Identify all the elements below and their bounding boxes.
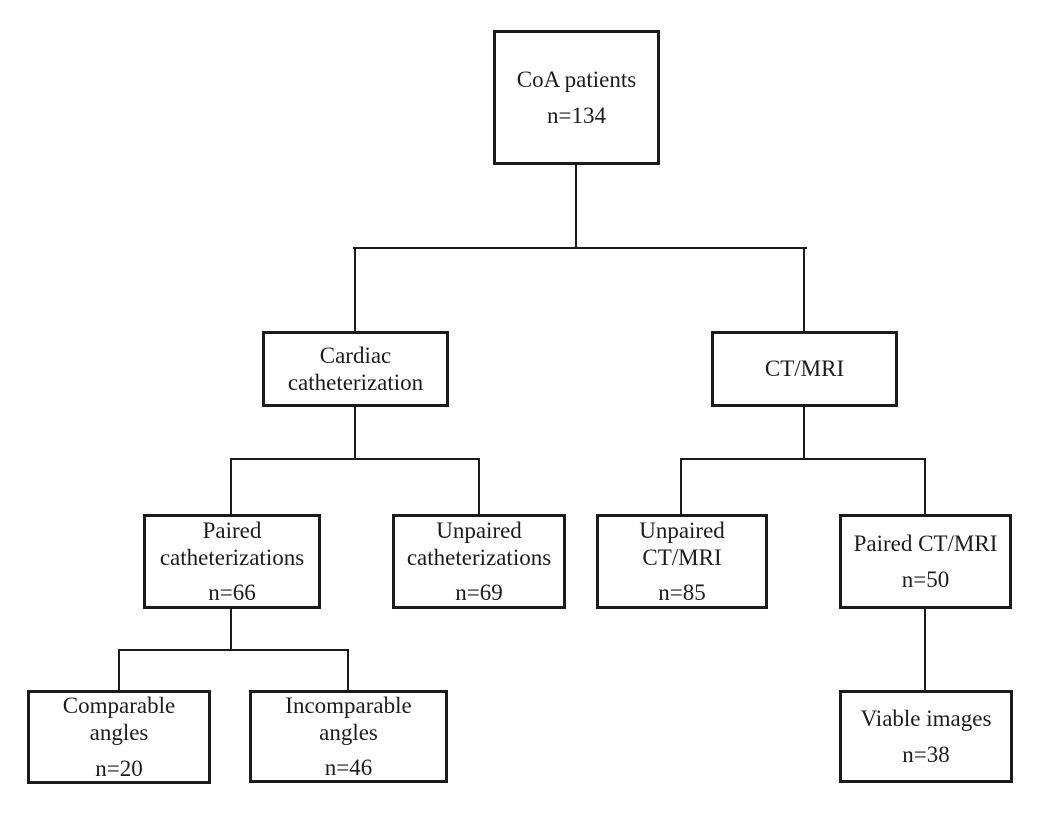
node-paired-ct-mri: Paired CT/MRI n=50 [839,514,1012,609]
node-coa-patients-label: CoA patients [516,67,637,93]
node-comparable-angles: Comparable angles n=20 [27,690,211,784]
connector-cardiac-cath-up [354,248,356,332]
node-unpaired-catheterizations: Unpaired catheterizations n=69 [392,514,566,609]
node-ct-mri-label: CT/MRI [764,356,845,382]
node-unpaired-ct-mri-count: n=85 [658,580,706,606]
node-paired-catheterizations-count: n=66 [208,580,256,606]
node-viable-images-count: n=38 [902,741,950,767]
node-incomparable-angles: Incomparable angles n=46 [249,690,448,783]
node-unpaired-ct-mri: Unpaired CT/MRI n=85 [596,514,768,609]
connector-cardiac-cath-down [354,405,356,460]
node-unpaired-catheterizations-label: Unpaired catheterizations [406,517,552,570]
node-cardiac-catheterization: Cardiac catheterization [262,331,449,407]
connector-paired-ct-mri-down [924,608,926,691]
node-comparable-angles-count: n=20 [95,755,143,781]
connector-paired-cath-down [230,608,232,651]
node-unpaired-catheterizations-count: n=69 [455,580,503,606]
node-paired-ct-mri-label: Paired CT/MRI [853,531,998,557]
connector-unpaired-cath-up [478,459,480,515]
node-incomparable-angles-label: Incomparable angles [285,692,412,745]
node-paired-ct-mri-count: n=50 [901,566,950,592]
connector-ct-mri-horizontal [680,458,926,460]
connector-cath-horizontal [230,458,480,460]
connector-ct-mri-up [803,248,805,332]
node-comparable-angles-label: Comparable angles [62,693,176,746]
connector-row1-horizontal [353,247,807,249]
connector-incomparable-up [347,650,349,691]
connector-angles-horizontal [118,649,349,651]
connector-comparable-up [118,650,120,691]
node-coa-patients: CoA patients n=134 [493,30,660,165]
node-incomparable-angles-count: n=46 [324,755,373,781]
connector-paired-cath-up [230,459,232,515]
node-viable-images-label: Viable images [860,706,992,732]
connector-unpaired-ct-mri-up [680,459,682,515]
node-ct-mri: CT/MRI [711,331,898,407]
connector-ct-mri-down [803,405,805,460]
connector-root-down [575,164,577,249]
node-viable-images: Viable images n=38 [839,690,1013,783]
node-paired-catheterizations: Paired catheterizations n=66 [143,514,321,609]
node-cardiac-catheterization-label: Cardiac catheterization [287,342,424,395]
node-unpaired-ct-mri-label: Unpaired CT/MRI [639,517,725,570]
node-paired-catheterizations-label: Paired catheterizations [159,517,305,570]
connector-paired-ct-mri-up [924,459,926,515]
node-coa-patients-count: n=134 [547,102,606,128]
